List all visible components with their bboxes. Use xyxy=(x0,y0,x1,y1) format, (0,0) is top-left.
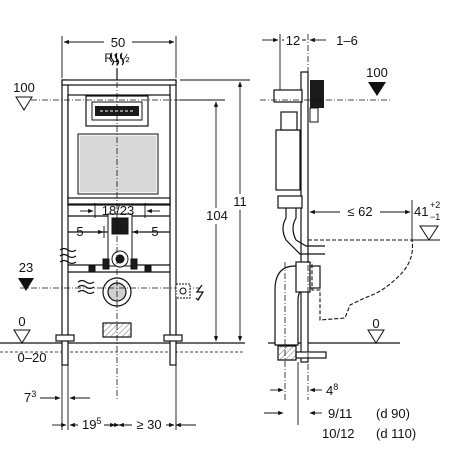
drain-flow-icon xyxy=(77,279,95,295)
flush-plate-side xyxy=(309,80,324,123)
power-socket-icon xyxy=(175,283,191,299)
centre-span-label: 18/23 xyxy=(102,203,135,218)
label-bg xyxy=(231,194,249,210)
flush-plate-opening xyxy=(85,95,149,127)
leg-offset-label: 73 xyxy=(24,389,36,405)
pan-connector xyxy=(88,213,152,273)
bowl-tol-minus: −1 xyxy=(430,212,440,222)
bowl-reach-label: ≤ 62 xyxy=(347,204,372,219)
frame-width-label: 50 xyxy=(111,35,125,50)
min-clearance-label: ≥ 30 xyxy=(136,417,161,432)
floor-left-label: 0 xyxy=(18,314,25,329)
dim-side-offsets xyxy=(82,226,152,238)
frame-side-view xyxy=(273,71,327,363)
dim-bottom-front xyxy=(40,365,196,430)
drain-d110-label: 10/12 xyxy=(322,426,355,441)
cistern-ref-left-label: 100 xyxy=(13,80,35,95)
cistern-ref-right-label: 100 xyxy=(366,65,388,80)
label-bg xyxy=(284,33,302,47)
drain-d90-label: 9/11 xyxy=(328,406,352,421)
level-marker-open xyxy=(13,329,31,344)
flush-water-icon xyxy=(59,247,77,265)
dim-bottom-side xyxy=(264,362,322,425)
wc-bowl-outline xyxy=(308,239,414,321)
total-height-label: 11 xyxy=(233,194,247,209)
cistern-panel xyxy=(77,133,159,195)
bowl-height-label: 41 xyxy=(414,204,428,219)
dim-bowl-reach xyxy=(309,200,413,242)
drain-bend-side xyxy=(274,261,321,361)
level-marker-open xyxy=(367,329,385,344)
flush-pipe-side xyxy=(282,208,325,255)
label-bg xyxy=(104,35,132,49)
dim-centre-span xyxy=(80,203,160,218)
drain-d90-note: (d 90) xyxy=(376,406,410,421)
floor-right-label: 0 xyxy=(372,316,379,331)
axis-offset-label: 195 xyxy=(82,416,101,432)
floor-range-label: 0–20 xyxy=(18,350,47,365)
frame-height-label: 104 xyxy=(206,208,228,223)
side-view-axes xyxy=(260,34,390,400)
bowl-tol-plus: +2 xyxy=(430,200,440,210)
electric-bolt-icon xyxy=(195,284,205,301)
drain-height-label: 23 xyxy=(19,260,33,275)
label-bg xyxy=(208,208,226,224)
label-bg xyxy=(132,418,166,432)
level-marker-filled xyxy=(368,82,386,96)
supply-thread-label: R1½ xyxy=(104,51,129,65)
depth-top-label: 12 xyxy=(286,33,300,48)
drain-d110-note: (d 110) xyxy=(376,426,416,441)
level-marker-filled xyxy=(18,278,34,291)
level-marker-open xyxy=(15,96,33,111)
water-supply-icon xyxy=(109,52,125,80)
dim-total-height xyxy=(180,79,250,342)
offset-top-label: 1–6 xyxy=(336,33,358,48)
level-marker-open xyxy=(419,225,439,241)
pipe-offset-label: 48 xyxy=(326,382,338,398)
side-right-label: 5 xyxy=(151,224,158,239)
label-bg xyxy=(78,418,104,432)
side-left-label: 5 xyxy=(76,224,83,239)
